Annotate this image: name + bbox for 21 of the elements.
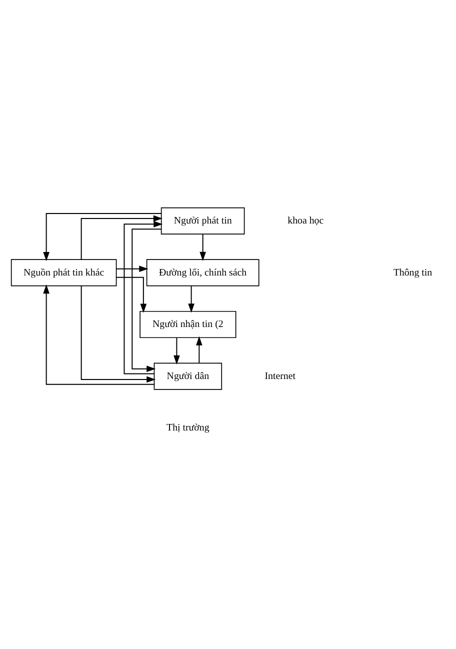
arrow [116,276,147,313]
arrow [43,213,162,262]
label: Thông tin [393,267,432,278]
label: Internet [264,370,296,382]
arrow [43,284,155,385]
node-box: Người nhận tin (2 [140,310,236,338]
arrow [124,220,163,374]
arrow [200,234,206,261]
arrow [80,286,156,383]
label: khoa học [288,216,324,227]
arrow [174,337,180,364]
arrow [80,215,163,260]
arrow [188,286,194,313]
node-box: Người dân [154,362,222,390]
arrow [116,266,148,272]
node-box: Đường lối, chính sách [146,259,260,286]
node-box: Nguồn phát tin khác [10,259,117,286]
arrow [196,336,202,364]
label: Thị trường [166,422,210,434]
arrow [132,228,162,372]
node-box: Người phát tin [160,207,245,234]
